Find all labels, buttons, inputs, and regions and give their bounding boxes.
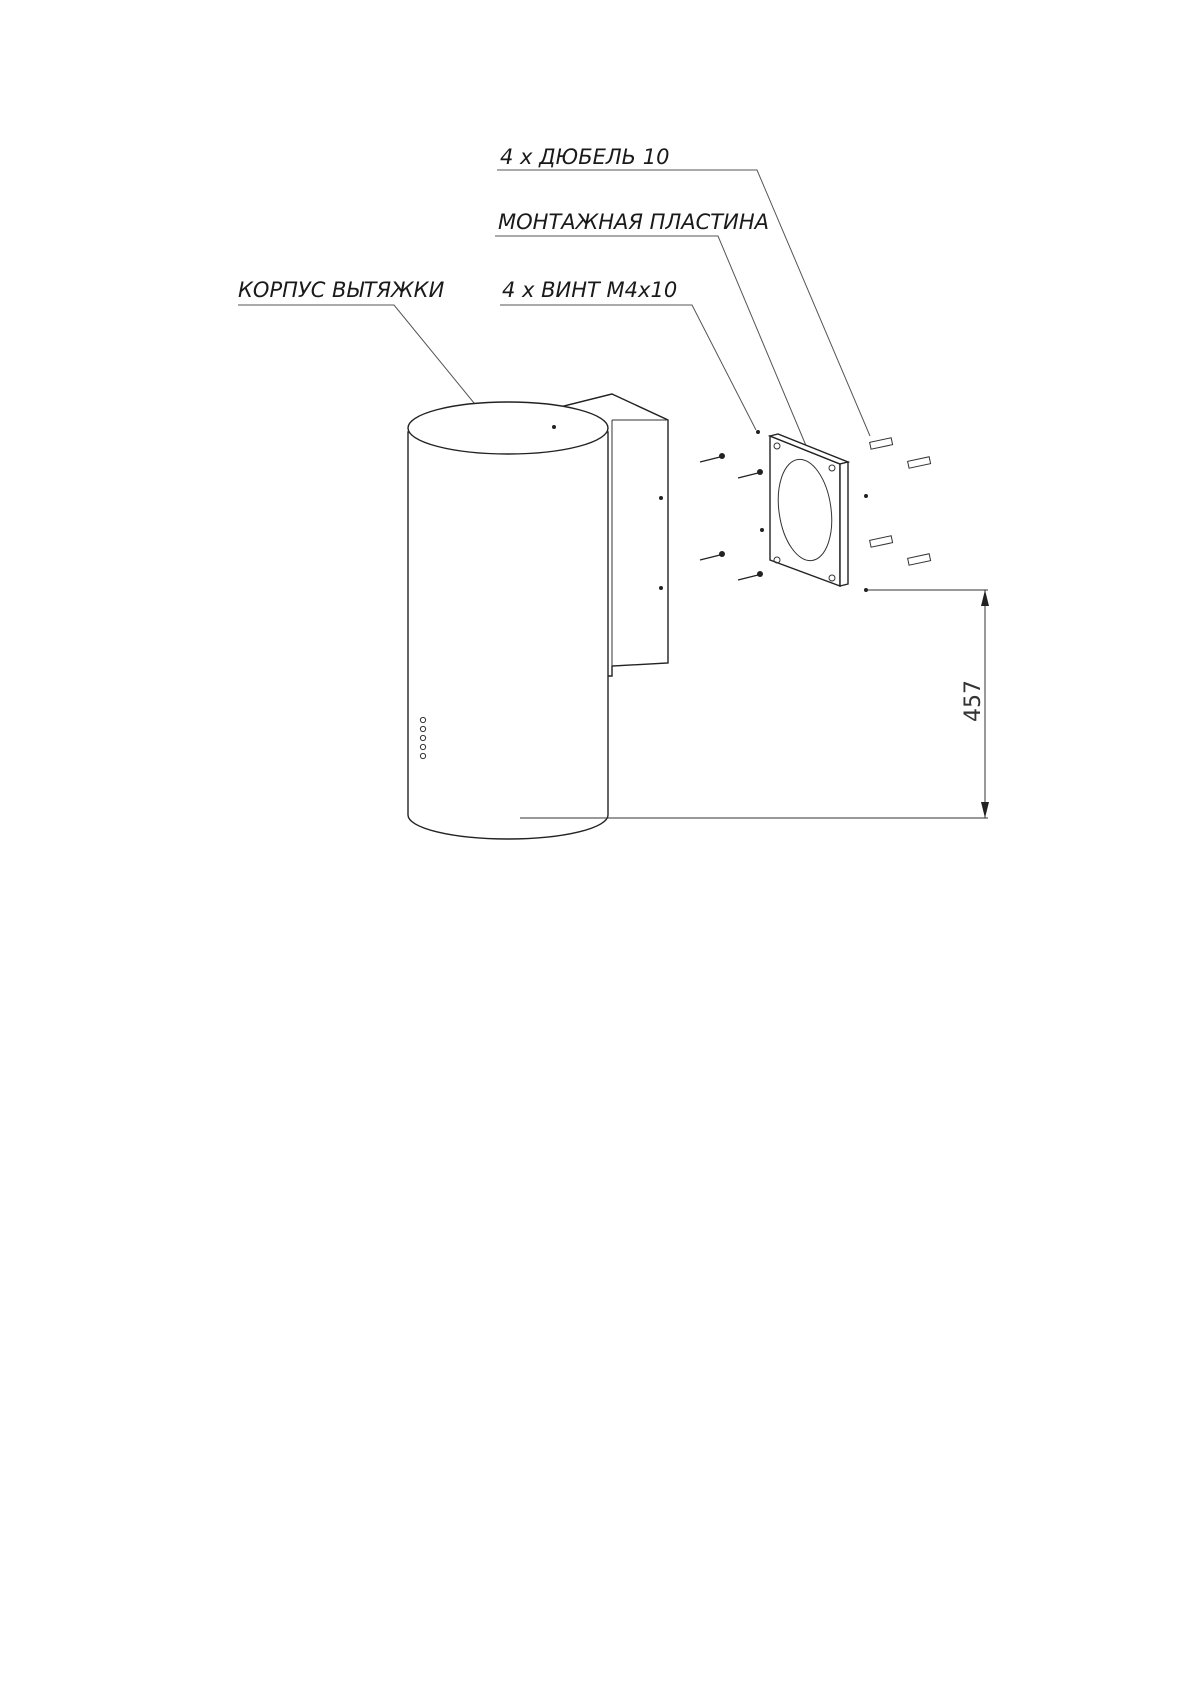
arrow-up-icon <box>981 590 989 606</box>
leader-screw <box>500 304 757 431</box>
dowel-icon <box>869 535 894 548</box>
label-dowel-group: 4 x ДЮБЕЛЬ 10 <box>497 145 871 437</box>
leader-mounting-plate <box>495 235 808 449</box>
dowels <box>864 437 932 592</box>
mounting-plate <box>767 433 851 588</box>
dowel-icon <box>907 553 932 566</box>
label-mounting-plate-group: МОНТАЖНАЯ ПЛАСТИНА <box>495 210 808 449</box>
arrow-down-icon <box>981 802 989 818</box>
label-screw-group: 4 x ВИНТ М4х10 <box>500 278 757 431</box>
screw-icon <box>699 453 725 463</box>
leader-hood-body <box>238 304 493 426</box>
label-hood-body: КОРПУС ВЫТЯЖКИ <box>238 278 445 302</box>
hood-body <box>407 393 669 840</box>
hood-cylinder-top <box>407 401 609 455</box>
screw-icon <box>737 571 763 581</box>
label-dowel: 4 x ДЮБЕЛЬ 10 <box>500 145 670 169</box>
hood-control-buttons <box>419 716 427 760</box>
screw-icon <box>737 469 763 479</box>
dowel-icon <box>869 437 894 450</box>
label-mounting-plate: МОНТАЖНАЯ ПЛАСТИНА <box>498 210 769 234</box>
dowel-icon <box>907 456 932 469</box>
height-dimension: 457 <box>520 589 989 819</box>
screws <box>699 430 764 581</box>
dimension-height-value: 457 <box>961 680 986 722</box>
label-screw: 4 x ВИНТ М4х10 <box>502 278 677 302</box>
leader-dowel <box>497 169 871 437</box>
hood-cylinder <box>407 431 609 840</box>
label-hood-body-group: КОРПУС ВЫТЯЖКИ <box>238 278 493 426</box>
mounting-plate-opening <box>777 458 833 562</box>
screw-icon <box>699 551 725 561</box>
